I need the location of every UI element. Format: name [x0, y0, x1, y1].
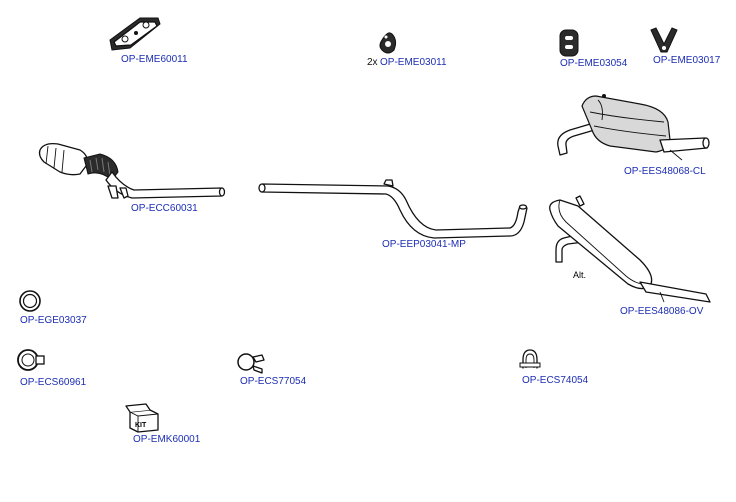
- clamp-icon: [17, 349, 45, 371]
- part-ecs77054[interactable]: OP-ECS77054: [237, 353, 307, 387]
- part-label[interactable]: OP-EME03017: [653, 55, 721, 66]
- quantity-label: 2x: [367, 57, 378, 68]
- part-eme03017[interactable]: OP-EME03017: [650, 27, 721, 66]
- clamp-icon: [237, 353, 265, 374]
- part-label[interactable]: OP-EME60011: [121, 54, 188, 65]
- v-hanger-icon: [650, 27, 678, 53]
- part-eep03041[interactable]: OP-EEP03041-MP: [258, 179, 528, 250]
- u-clamp-icon: [519, 349, 541, 369]
- alt-note: Alt.: [573, 270, 586, 280]
- middle-pipe-icon: [258, 179, 528, 239]
- rubber-mount-icon: [559, 29, 579, 57]
- rubber-hanger-icon: [379, 32, 397, 54]
- part-eme03011[interactable]: 2x OP-EME03011: [367, 32, 447, 68]
- part-ecc60031[interactable]: OP-ECC60031: [38, 142, 226, 214]
- exhaust-mount-bracket-icon: [109, 17, 161, 51]
- part-label[interactable]: OP-EES48068-CL: [624, 166, 706, 177]
- part-ecs60961[interactable]: OP-ECS60961: [17, 349, 87, 388]
- mounting-kit-icon: KIT: [125, 403, 159, 433]
- catalytic-converter-icon: [38, 142, 226, 199]
- part-ees48086[interactable]: Alt. OP-EES48086-OV: [549, 195, 711, 317]
- part-ege03037[interactable]: OP-EGE03037: [19, 290, 87, 326]
- kit-badge: KIT: [135, 422, 147, 429]
- part-label[interactable]: OP-EEP03041-MP: [382, 239, 466, 250]
- part-label[interactable]: OP-ECS74054: [522, 375, 589, 386]
- part-eme60011[interactable]: OP-EME60011: [109, 17, 188, 65]
- gasket-ring-icon: [19, 290, 41, 312]
- part-ecs74054[interactable]: OP-ECS74054: [519, 349, 589, 386]
- part-label[interactable]: OP-EMK60001: [133, 434, 201, 445]
- part-label[interactable]: OP-ECS77054: [240, 376, 307, 387]
- part-label[interactable]: OP-ECC60031: [131, 203, 198, 214]
- alternative-silencer-icon: [549, 195, 711, 303]
- part-label[interactable]: OP-EGE03037: [20, 315, 87, 326]
- part-label[interactable]: OP-EME03011: [380, 57, 447, 68]
- part-label[interactable]: OP-EME03054: [560, 58, 628, 69]
- part-emk60001[interactable]: KIT OP-EMK60001: [125, 403, 201, 445]
- part-label[interactable]: OP-EES48086-OV: [620, 306, 704, 317]
- part-eme03054[interactable]: OP-EME03054: [559, 29, 628, 69]
- part-label[interactable]: OP-ECS60961: [20, 377, 87, 388]
- rear-silencer-icon: [557, 94, 710, 161]
- part-ees48068[interactable]: OP-EES48068-CL: [557, 94, 710, 177]
